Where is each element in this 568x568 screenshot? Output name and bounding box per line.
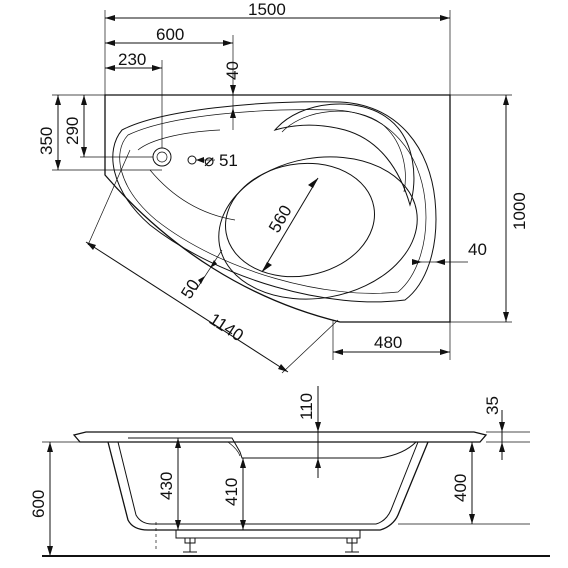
headrest-inner xyxy=(281,110,406,193)
width-label: 1500 xyxy=(248,0,286,19)
drain-offset-x-label: 600 xyxy=(156,25,184,44)
leg-left-icon xyxy=(183,537,197,553)
leg-right-icon xyxy=(345,537,359,553)
drain-y-inner-label: 290 xyxy=(63,117,82,145)
rim-right-label: 40 xyxy=(468,240,487,259)
drain-x-label: 230 xyxy=(118,50,146,69)
rim-thickness-label: 35 xyxy=(483,396,502,415)
overflow-icon xyxy=(187,155,197,165)
side-view: 110 35 430 410 400 600 xyxy=(29,386,550,557)
rim-top-label: 40 xyxy=(223,61,242,80)
left-depth-label: 430 xyxy=(157,472,176,500)
side-base xyxy=(175,530,361,539)
footwell-line-2 xyxy=(149,169,236,221)
inner-rim-2 xyxy=(119,109,427,294)
depth-label: 1000 xyxy=(510,192,529,230)
basin-inner xyxy=(225,162,375,278)
ledge-depth-label: 110 xyxy=(297,393,316,420)
side-body-inner xyxy=(117,441,419,525)
side-rim xyxy=(72,431,488,443)
top-view: 1500 600 230 40 350 290 ⌀ 51 xyxy=(37,0,529,374)
center-depth-label: 410 xyxy=(222,478,241,506)
drain-y-outer-label: 350 xyxy=(37,127,56,155)
right-depth-label: 400 xyxy=(451,474,470,502)
overflow-label: ⌀ 51 xyxy=(204,151,238,170)
basin-length-label: 560 xyxy=(265,202,296,236)
inner-rim xyxy=(112,101,437,303)
side-basin xyxy=(128,437,417,459)
headrest xyxy=(273,103,415,207)
side-basin-2 xyxy=(227,441,241,457)
footwell-line xyxy=(137,129,221,151)
basin-outer xyxy=(218,156,418,300)
bottom-right-label: 480 xyxy=(374,333,402,352)
side-body xyxy=(107,441,429,531)
diag-length-label: 1140 xyxy=(206,309,247,345)
drain-icon xyxy=(152,147,172,167)
total-height-label: 600 xyxy=(29,490,48,518)
